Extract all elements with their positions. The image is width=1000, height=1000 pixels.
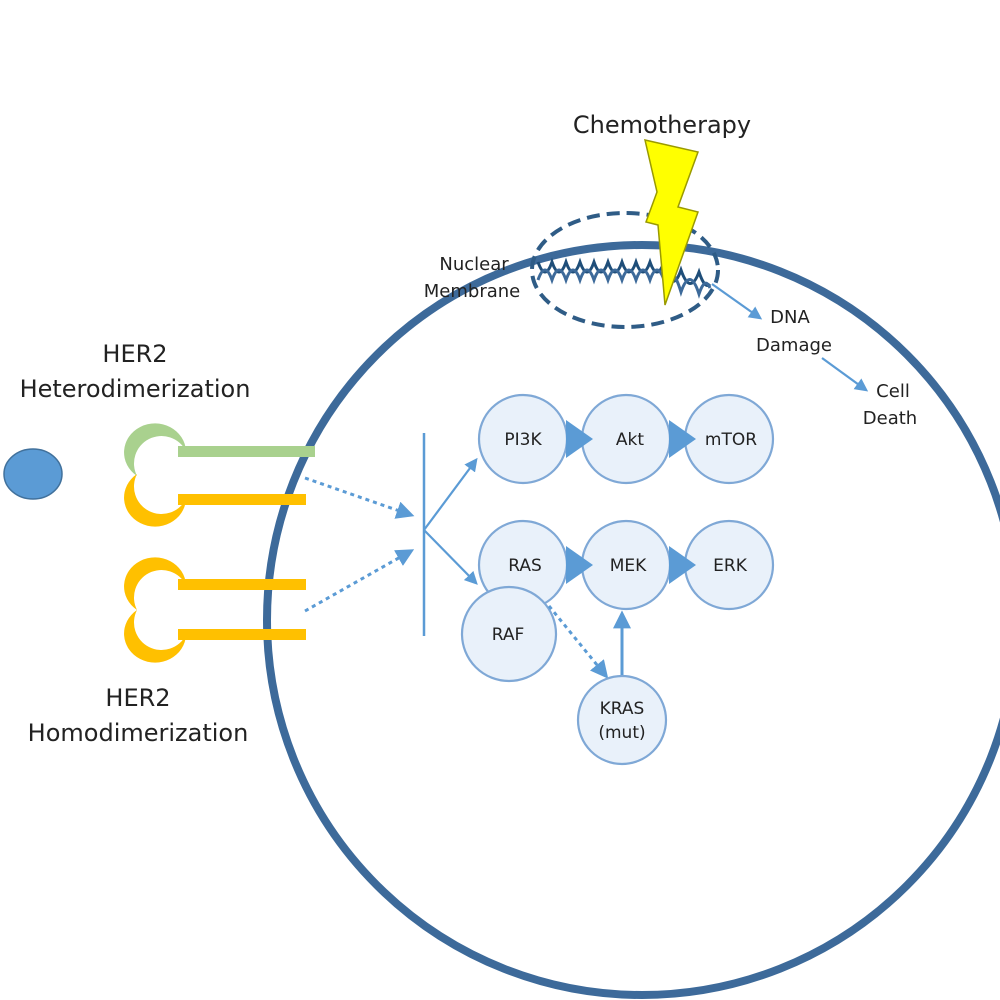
kras-label-line1: KRAS <box>600 699 645 719</box>
akt-label: Akt <box>616 430 644 450</box>
partner-receptor-head <box>124 423 186 476</box>
cell-membrane <box>263 241 1000 999</box>
dna-helix-icon <box>536 256 712 299</box>
her2-receptor-head <box>124 474 186 527</box>
her2-heterodimerization-label-line1: HER2 <box>102 340 167 368</box>
chemotherapy-label: Chemotherapy <box>573 111 751 139</box>
partner-receptor-tail <box>178 446 315 457</box>
branch-to-ras-arrow <box>423 529 478 585</box>
pi3k-label: PI3K <box>504 430 542 450</box>
her2-receptor-head-top <box>124 557 186 610</box>
her2-homodimerization-label-line2: Homodimerization <box>28 719 249 747</box>
mtor-label: mTOR <box>705 430 757 450</box>
pi3k-to-akt-chevron <box>566 420 593 458</box>
akt-to-mtor-chevron <box>669 420 696 458</box>
dna-to-damage-arrow <box>711 283 763 320</box>
raf-node <box>460 585 558 683</box>
homodimer-receptors <box>124 557 306 663</box>
cell-death-label-line1: Cell <box>876 381 910 402</box>
damage-to-death-arrow <box>821 357 869 392</box>
mapk-pathway: RAS MEK ERK RAF KRAS (mut) <box>460 519 775 766</box>
pi3k-pathway: PI3K Akt mTOR <box>477 393 775 485</box>
ras-to-mek-chevron <box>566 546 593 584</box>
heterodimer-receptors <box>124 423 315 527</box>
her2-heterodimerization-label-line2: Heterodimerization <box>20 375 251 403</box>
mek-label: MEK <box>610 556 647 576</box>
nuclear-membrane <box>530 211 720 329</box>
kras-mut-node <box>576 674 668 766</box>
cell-death-label-line2: Death <box>863 408 917 429</box>
her2-receptor-head-bottom <box>124 610 186 663</box>
ras-label: RAS <box>508 556 542 576</box>
lightning-bolt-icon <box>644 139 699 306</box>
mek-to-erk-chevron <box>669 546 696 584</box>
nuclear-membrane-label-line2: Membrane <box>424 281 520 302</box>
her2-receptor-tail <box>178 494 306 505</box>
heterodimer-signal-arrow <box>304 476 415 519</box>
ligand-icon <box>3 448 63 500</box>
branch-to-pi3k-arrow <box>423 457 478 531</box>
homodimer-signal-arrow <box>304 549 415 613</box>
her2-receptor-tail-top <box>178 579 306 590</box>
raf-label: RAF <box>492 625 525 645</box>
erk-label: ERK <box>713 556 748 576</box>
dna-damage-label-line2: Damage <box>756 335 832 356</box>
her2-receptor-tail-bottom <box>178 629 306 640</box>
kras-label-line2: (mut) <box>598 723 645 743</box>
her2-homodimerization-label-line1: HER2 <box>105 684 170 712</box>
nuclear-membrane-label-line1: Nuclear <box>439 254 509 275</box>
dna-damage-label-line1: DNA <box>770 307 810 328</box>
raf-to-kras-arrow <box>547 605 609 679</box>
